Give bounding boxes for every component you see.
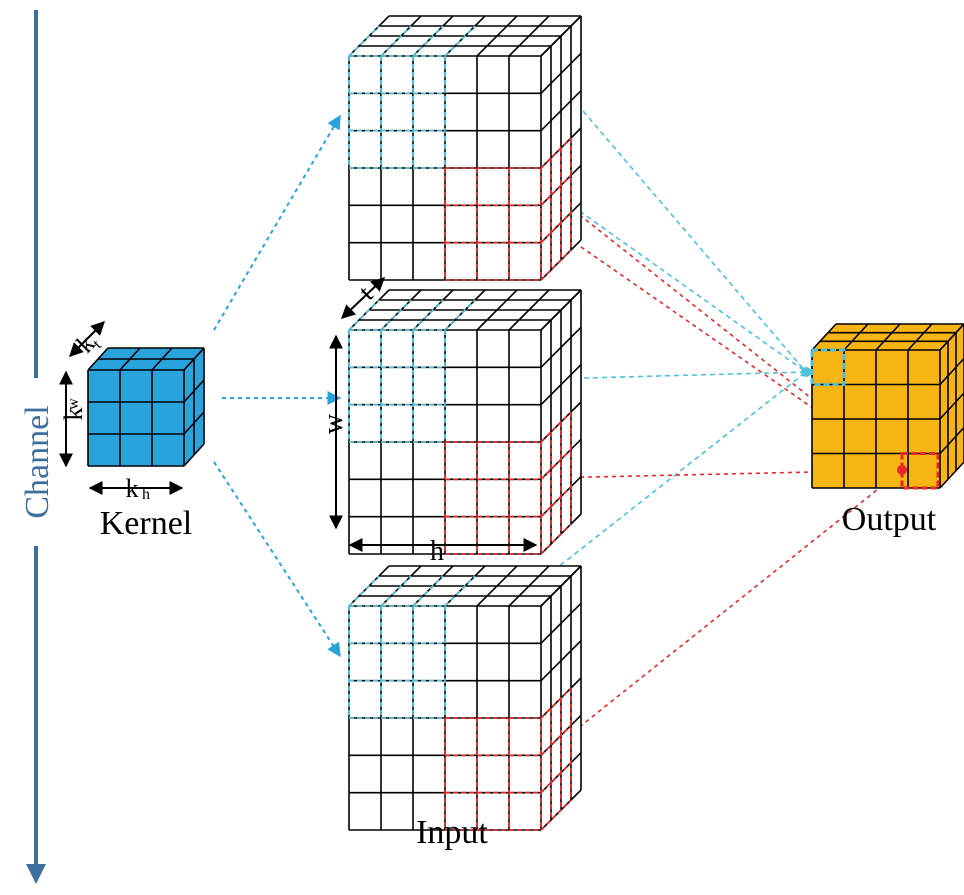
kernel-kt-arrow xyxy=(69,321,105,357)
kernel-cube-icon xyxy=(87,347,205,467)
output-dot-red xyxy=(897,465,907,475)
input-t-arrow xyxy=(340,277,386,319)
cyan-mapping-line xyxy=(439,371,807,383)
input-block-bottom xyxy=(348,565,582,831)
highlight-region-cyan xyxy=(348,575,476,719)
red-mapping-line xyxy=(547,469,903,753)
channel-label: Channel xyxy=(19,405,56,518)
output-cube-icon xyxy=(801,323,964,490)
channel-axis: Channel xyxy=(16,10,56,884)
input-w-label: w xyxy=(318,413,349,434)
cyan-mapping-line xyxy=(547,69,807,373)
kernel-kh-subscript: h xyxy=(142,486,150,503)
highlight-region-red xyxy=(444,687,572,831)
highlight-region-red xyxy=(444,137,572,281)
input-block-middle xyxy=(348,289,582,555)
input-block-top xyxy=(348,15,582,281)
output-cell-red xyxy=(900,452,940,490)
red-mapping-line xyxy=(547,469,903,479)
output-label: Output xyxy=(842,501,937,538)
kernel-kw-label: k xyxy=(59,408,88,421)
output-dot-cyan xyxy=(801,367,811,377)
kernel-kh-label: k xyxy=(126,474,139,503)
output-cell-cyan xyxy=(810,348,846,386)
cyan-mapping-line xyxy=(439,371,807,661)
input-h-label: h xyxy=(430,536,444,567)
kernel-to-input-line xyxy=(213,461,341,658)
input-t-label: t xyxy=(353,279,379,305)
kernel-to-input-line xyxy=(213,114,341,331)
cube-front-face xyxy=(88,370,184,466)
highlight-region-red xyxy=(444,411,572,555)
highlight-region-cyan xyxy=(348,25,476,169)
kernel-label: Kernel xyxy=(100,505,193,542)
kernel-kw-subscript: w xyxy=(65,398,82,410)
input-label: Input xyxy=(416,814,488,851)
